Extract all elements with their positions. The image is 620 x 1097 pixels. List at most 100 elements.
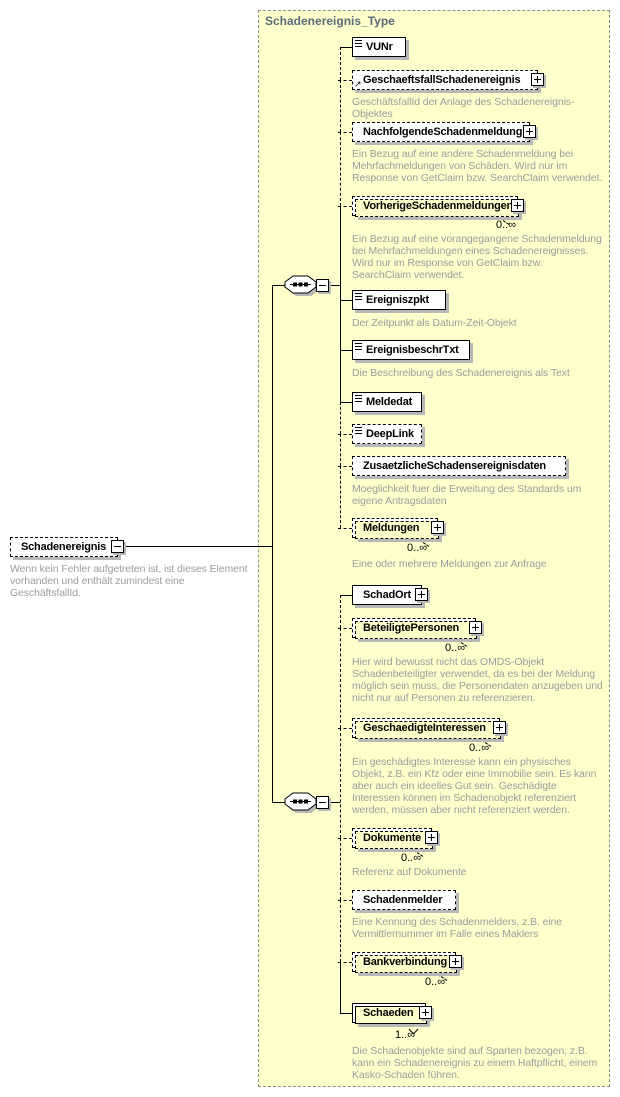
- connector-line: [329, 285, 340, 286]
- connector-line: [124, 546, 272, 547]
- annotation-text: Moeglichkeit fuer die Erweitung des Stan…: [352, 483, 582, 507]
- annotation-text: Wenn kein Fehler aufgetreten ist, ist di…: [10, 563, 248, 599]
- annotation-text: Die Schadenobjekte sind auf Sparten bezo…: [352, 1045, 598, 1081]
- element-meldungen[interactable]: Meldungen: [352, 518, 444, 539]
- occurrence-label: 0..∞: [425, 976, 446, 988]
- expand-icon[interactable]: [425, 831, 438, 844]
- text-content-icon: [355, 395, 362, 403]
- annotation-text: Ein Bezug auf eine vorangegangene Schade…: [352, 233, 602, 281]
- element-schadort[interactable]: SchadOrt: [352, 585, 428, 605]
- connector-line: [338, 466, 352, 467]
- annotation-text: Ein Bezug auf eine andere Schadenmeldung…: [352, 148, 603, 184]
- annotation-text: Die Beschreibung des Schadenereignis als…: [352, 367, 570, 379]
- connector-line: [338, 206, 352, 207]
- connector-line: [338, 132, 352, 133]
- connector-line: [340, 962, 341, 1013]
- expand-icon[interactable]: [449, 955, 462, 968]
- expand-icon[interactable]: [511, 199, 524, 212]
- annotation-text: Referenz auf Dokumente: [352, 866, 467, 878]
- connector-line: [338, 900, 352, 901]
- connector-line: [340, 900, 341, 962]
- connector-line: [340, 300, 352, 301]
- connector-line: [340, 402, 352, 403]
- element-ereigniszpkt[interactable]: Ereigniszpkt: [352, 290, 446, 310]
- annotation-text: Ein geschädigtes Interesse kann ein phys…: [352, 756, 597, 816]
- element-label: VUNr: [366, 41, 393, 53]
- connector-line: [340, 47, 352, 48]
- element-label: DeepLink: [366, 428, 414, 440]
- element-ereignisbeschrtxt[interactable]: EreignisbeschrTxt: [352, 340, 470, 360]
- connector-line: [340, 300, 341, 350]
- element-label: Ereigniszpkt: [366, 294, 430, 306]
- element-deeplink[interactable]: DeepLink: [352, 424, 422, 444]
- collapse-icon[interactable]: [316, 279, 329, 292]
- connector-line: [272, 285, 273, 802]
- sequence-compositor-icon[interactable]: [282, 273, 322, 301]
- expand-icon[interactable]: [531, 73, 544, 86]
- element-bankverbindung[interactable]: Bankverbindung: [352, 952, 462, 973]
- element-label: Dokumente: [363, 832, 422, 844]
- connector-line: [340, 728, 341, 838]
- connector-line: [340, 206, 341, 300]
- annotation-text: Eine Kennung des Schadenmelders, z.B. ei…: [352, 916, 563, 940]
- element-label: Meldungen: [363, 522, 420, 534]
- expand-icon[interactable]: [469, 621, 482, 634]
- connector-line: [329, 802, 340, 803]
- connector-line: [340, 628, 341, 728]
- connector-line: [340, 47, 341, 80]
- connector-line: [338, 628, 352, 629]
- expand-icon[interactable]: [419, 1006, 432, 1019]
- text-content-icon: [355, 40, 362, 48]
- occurrence-label: 0..∞: [469, 742, 490, 754]
- element-label: BeteiligtePersonen: [363, 622, 460, 634]
- annotation-text: GeschäftsfallId der Anlage des Schadener…: [352, 96, 575, 120]
- occurrence-label: 0..∞: [407, 542, 428, 554]
- element-label: NachfolgendeSchadenmeldung: [363, 126, 523, 138]
- element-label: SchadOrt: [363, 589, 411, 601]
- element-schaeden[interactable]: Schaeden: [352, 1003, 432, 1024]
- element-zusaetzlicheschadensereignisdaten[interactable]: ZusaetzlicheSchadensereignisdaten: [352, 456, 566, 476]
- expand-icon[interactable]: [493, 721, 506, 734]
- element-beteiligtepersonen[interactable]: BeteiligtePersonen: [352, 618, 482, 639]
- element-dokumente[interactable]: Dokumente: [352, 828, 438, 849]
- text-content-icon: [355, 427, 362, 435]
- connector-line: [338, 728, 352, 729]
- collapse-icon[interactable]: [111, 540, 124, 553]
- element-label: Schadenmelder: [363, 894, 443, 906]
- annotation-text: Eine oder mehrere Meldungen zur Anfrage: [352, 558, 547, 570]
- connector-line: [340, 434, 341, 466]
- connector-line: [340, 350, 352, 351]
- text-content-icon: [355, 293, 362, 301]
- element-meldedat[interactable]: Meldedat: [352, 392, 422, 412]
- connector-line: [272, 802, 285, 803]
- connector-line: [340, 80, 341, 132]
- expand-icon[interactable]: [523, 125, 536, 138]
- element-vunr[interactable]: VUNr: [352, 37, 406, 57]
- sequence-compositor-icon[interactable]: [282, 790, 322, 818]
- expand-icon[interactable]: [415, 588, 428, 601]
- occurrence-label: 0..∞: [445, 642, 466, 654]
- element-geschaedigteinteressen[interactable]: GeschaedigteInteressen: [352, 718, 506, 739]
- element-label: Meldedat: [366, 396, 413, 408]
- element-label: VorherigeSchadenmeldungen: [363, 200, 514, 212]
- connector-line: [340, 1013, 352, 1014]
- occurrence-label: 0..∞: [496, 219, 517, 231]
- element-schadenereignis[interactable]: Schadenereignis: [10, 537, 124, 557]
- element-vorherigeschadenmeldungen[interactable]: VorherigeSchadenmeldungen: [352, 196, 524, 217]
- connector-line: [338, 434, 352, 435]
- connector-line: [340, 838, 341, 900]
- expand-icon[interactable]: [431, 521, 444, 534]
- element-nachfolgendeschadenmeldung[interactable]: NachfolgendeSchadenmeldung: [352, 122, 536, 142]
- connector-line: [340, 595, 341, 628]
- connector-line: [340, 466, 341, 528]
- element-label: EreignisbeschrTxt: [366, 344, 459, 356]
- connector-line: [272, 285, 285, 286]
- element-schadenmelder[interactable]: Schadenmelder: [352, 890, 456, 910]
- annotation-text: Der Zeitpunkt als Datum-Zeit-Objekt: [352, 317, 517, 329]
- element-geschaeftsfallschadenereignis[interactable]: ↗ GeschaeftsfallSchadenereignis: [352, 70, 544, 90]
- collapse-icon[interactable]: [316, 796, 329, 809]
- element-label: Schaeden: [363, 1007, 414, 1019]
- connector-line: [338, 80, 352, 81]
- connector-line: [338, 528, 352, 529]
